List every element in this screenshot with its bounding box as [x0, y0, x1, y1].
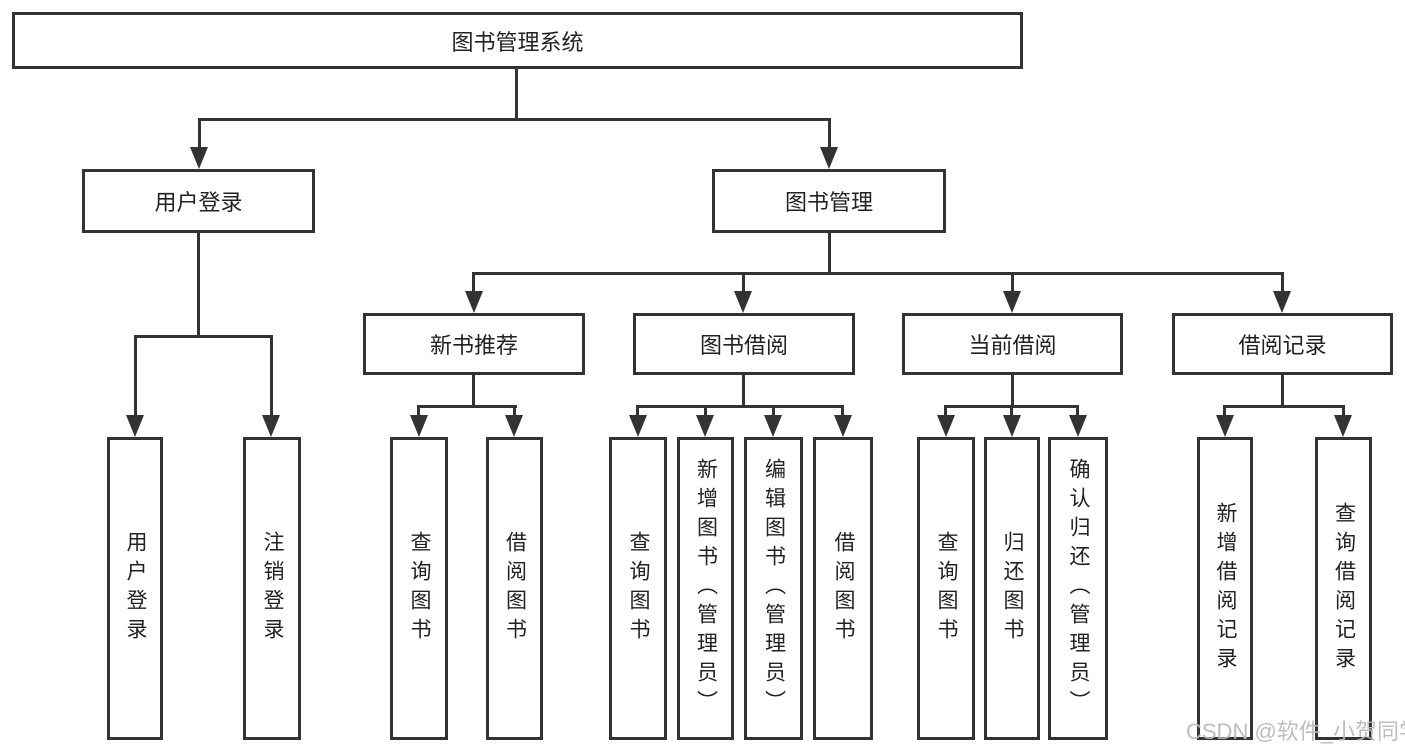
connector-line [417, 405, 420, 419]
connector-line [198, 118, 831, 121]
connector-line [1281, 375, 1284, 407]
arrowhead-icon [834, 415, 852, 437]
connector-line [944, 405, 947, 419]
arrowhead-icon [734, 291, 752, 313]
connector-line [513, 405, 516, 419]
connector-line [472, 375, 475, 407]
leaf-return-books: 归还图书 [984, 437, 1040, 740]
leaf-borrow-books: 借阅图书 [813, 437, 873, 740]
connector-line [637, 405, 844, 408]
arrowhead-icon [505, 415, 523, 437]
connector-line [1224, 405, 1345, 408]
connector-line [1223, 405, 1226, 419]
arrowhead-icon [820, 147, 838, 169]
leaf-logout: 注销登录 [243, 437, 301, 740]
connector-line [1076, 405, 1079, 419]
connector-line [418, 405, 517, 408]
leaf-confirm-return-admin: 确认归还（管理员） [1048, 437, 1108, 740]
arrowhead-icon [190, 147, 208, 169]
connector-line [704, 405, 707, 419]
connector-line [772, 405, 775, 419]
node-library-system: 图书管理系统 [12, 12, 1023, 69]
node-new-book-recommend: 新书推荐 [363, 313, 585, 375]
connector-line [841, 405, 844, 419]
csdn-watermark: CSDN @软件_小贺同学 [1186, 719, 1405, 744]
node-user-login: 用户登录 [82, 169, 315, 233]
connector-line [742, 375, 745, 407]
node-borrow-records: 借阅记录 [1172, 313, 1393, 375]
leaf-edit-books-admin: 编辑图书（管理员） [744, 437, 803, 740]
arrowhead-icon [126, 415, 144, 437]
arrowhead-icon [629, 415, 647, 437]
connector-line [1011, 272, 1014, 294]
connector-line [1011, 375, 1014, 407]
connector-line [472, 272, 475, 294]
node-book-management: 图书管理 [712, 169, 946, 233]
arrowhead-icon [937, 415, 955, 437]
arrowhead-icon [1216, 415, 1234, 437]
connector-line [1281, 272, 1284, 294]
connector-line [742, 272, 745, 294]
connector-line [636, 405, 639, 419]
arrowhead-icon [1273, 291, 1291, 313]
leaf-add-books-admin: 新增图书（管理员） [677, 437, 734, 740]
leaf-query-books-recommend: 查询图书 [390, 437, 448, 740]
node-book-borrow: 图书借阅 [633, 313, 855, 375]
connector-line [515, 69, 518, 120]
connector-line [198, 118, 201, 152]
leaf-add-borrow-record: 新增借阅记录 [1197, 437, 1253, 740]
leaf-user-login: 用户登录 [107, 437, 163, 740]
arrowhead-icon [1334, 415, 1352, 437]
leaf-query-borrow-record: 查询借阅记录 [1315, 437, 1372, 740]
node-current-borrow: 当前借阅 [902, 313, 1123, 375]
arrowhead-icon [262, 415, 280, 437]
connector-line [270, 335, 273, 417]
leaf-borrow-books-recommend: 借阅图书 [486, 437, 543, 740]
arrowhead-icon [410, 415, 428, 437]
connector-line [134, 335, 273, 338]
arrowhead-icon [1003, 415, 1021, 437]
connector-line [134, 335, 137, 417]
arrowhead-icon [1069, 415, 1087, 437]
connector-line [473, 272, 1283, 275]
connector-line [197, 233, 200, 337]
arrowhead-icon [465, 291, 483, 313]
arrowhead-icon [696, 415, 714, 437]
leaf-query-books-current: 查询图书 [917, 437, 975, 740]
connector-line [828, 118, 831, 152]
arrowhead-icon [1003, 291, 1021, 313]
arrowhead-icon [764, 415, 782, 437]
connector-line [1010, 405, 1013, 419]
connector-line [828, 233, 831, 274]
leaf-query-books-borrow: 查询图书 [609, 437, 667, 740]
connector-line [1342, 405, 1345, 419]
